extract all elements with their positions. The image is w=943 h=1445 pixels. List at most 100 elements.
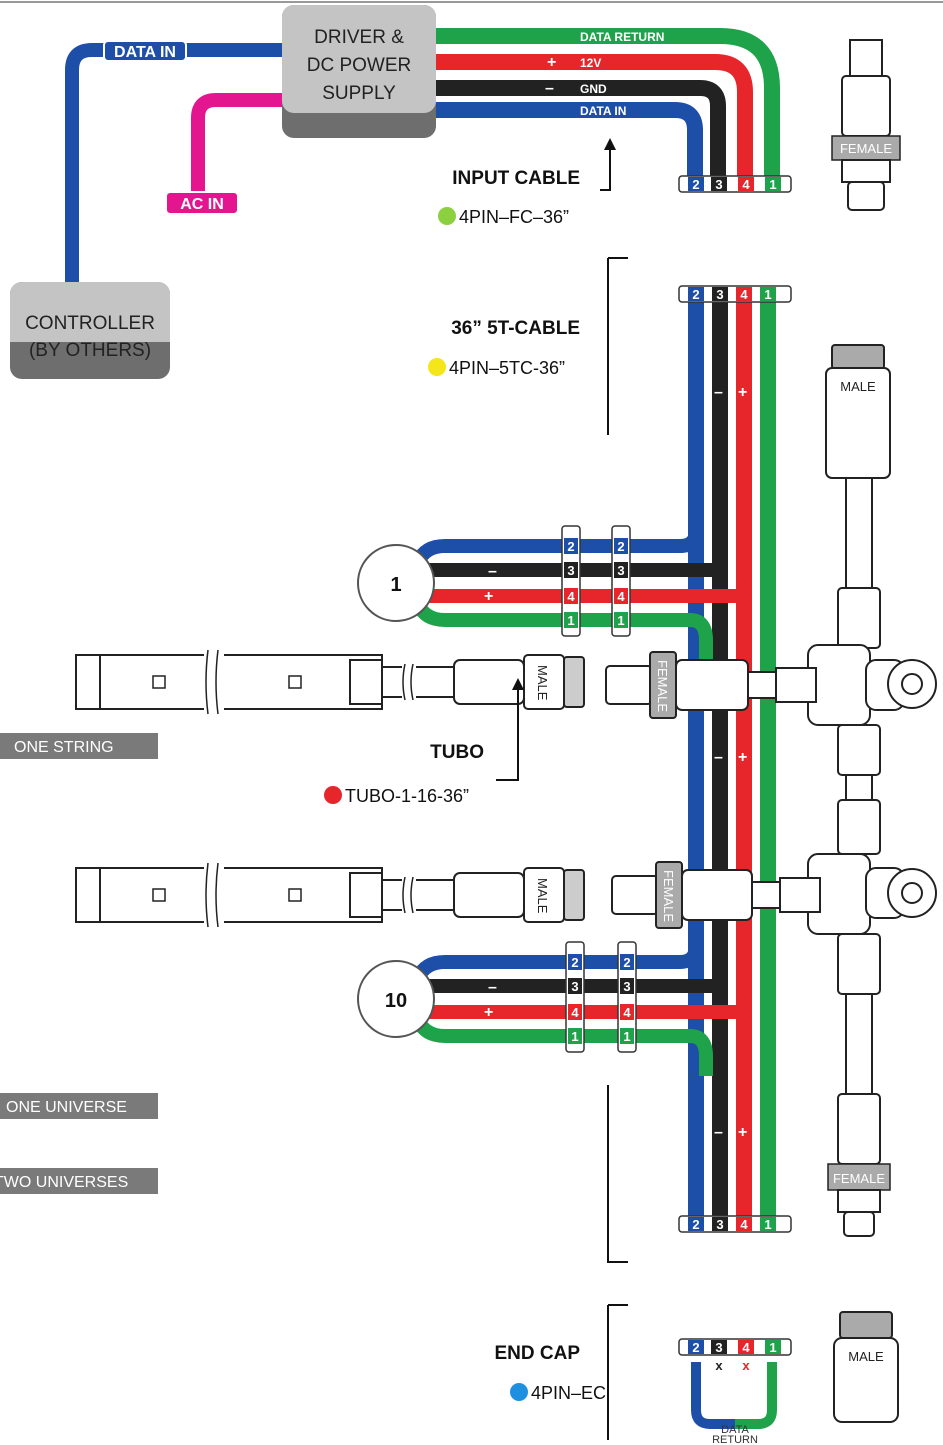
controller-line1: CONTROLLER <box>25 313 155 334</box>
string-1-number: 1 <box>390 574 401 596</box>
pin-4-cut: x <box>742 1358 750 1373</box>
female-label-branch-10: FEMALE <box>661 870 676 922</box>
string-1-pin-column-left: 2 3 4 1 <box>561 525 581 637</box>
input-cable-dot <box>438 207 456 225</box>
string-10-number: 10 <box>385 990 407 1012</box>
input-cable-wires <box>430 28 780 178</box>
one-universe-tag: ONE UNIVERSE <box>0 1093 158 1119</box>
male-label-tubo-1: MALE <box>535 665 550 701</box>
tubo-strip-10: MALE <box>75 861 585 929</box>
controller-box: CONTROLLER (BY OTHERS) <box>10 282 170 379</box>
input-pin-strip: 2 3 4 1 <box>678 175 792 193</box>
pin-1: 1 <box>567 613 574 628</box>
ac-in-tag: AC IN <box>165 191 239 215</box>
tubo-pointer <box>496 686 519 781</box>
pin-2: 2 <box>571 955 578 970</box>
pin-1: 1 <box>769 1340 776 1355</box>
gnd-label: GND <box>580 82 607 96</box>
tubo-code: TUBO-1-16-36” <box>345 786 469 806</box>
pin-4: 4 <box>617 589 625 604</box>
pin-3: 3 <box>715 177 722 192</box>
pin-2: 2 <box>623 955 630 970</box>
male-label-main: MALE <box>840 379 876 394</box>
end-cap-pin-strip: 2 3 4 1 x x <box>678 1338 792 1373</box>
end-cap-code: 4PIN–EC <box>531 1383 606 1403</box>
one-string-tag: ONE STRING <box>0 733 158 759</box>
plus-mark: + <box>738 1124 747 1141</box>
pin-3: 3 <box>715 1340 722 1355</box>
bundle-polarity-marks: – + – + – + <box>714 384 747 1141</box>
minus-mark: – <box>488 563 497 580</box>
data-return-label: DATA RETURN <box>580 30 664 44</box>
driver-line1: DRIVER & <box>314 27 404 48</box>
end-cap-bracket <box>607 1304 628 1440</box>
two-universes-text: TWO UNIVERSES <box>0 1174 128 1191</box>
ac-in-tag-text: AC IN <box>180 196 224 213</box>
ac-in-wire <box>191 93 290 192</box>
male-label-end-cap: MALE <box>848 1349 884 1364</box>
pin-3: 3 <box>567 563 574 578</box>
string-10-badge <box>357 960 435 1038</box>
t-cable-title: 36” 5T-CABLE <box>451 318 580 339</box>
t-cable-bracket-bottom <box>607 1085 628 1263</box>
controller-line2: (BY OTHERS) <box>29 340 151 361</box>
input-cable-code: 4PIN–FC–36” <box>459 207 569 227</box>
end-cap-loop <box>691 1362 777 1429</box>
t-cable-dot <box>428 358 446 376</box>
end-cap-return-line2: RETURN <box>712 1434 758 1445</box>
v12-label: 12V <box>580 56 601 70</box>
end-cap-dot <box>510 1383 528 1401</box>
pin-1: 1 <box>764 287 771 302</box>
pin-4: 4 <box>571 1005 579 1020</box>
pin-4: 4 <box>567 589 575 604</box>
female-label-bottom: FEMALE <box>833 1171 885 1186</box>
plus-mark: + <box>484 588 493 605</box>
pin-3-cut: x <box>715 1358 723 1373</box>
t-cable-pin-strip-bottom: 2 3 4 1 <box>678 1215 792 1233</box>
female-branch-10: FEMALE <box>611 861 821 929</box>
pin-3: 3 <box>716 1217 723 1232</box>
plus-mark: + <box>738 384 747 401</box>
string-10-pin-column-right: 2 3 4 1 <box>617 941 637 1053</box>
female-label-top: FEMALE <box>840 141 892 156</box>
end-cap-title: END CAP <box>494 1343 580 1364</box>
input-cable-title: INPUT CABLE <box>452 168 580 189</box>
data-in-bundle-label: DATA IN <box>580 104 626 118</box>
driver-line2: DC POWER <box>307 55 412 76</box>
pin-2: 2 <box>692 1340 699 1355</box>
string-1-badge <box>357 544 435 622</box>
two-universes-tag: TWO UNIVERSES <box>0 1168 158 1194</box>
pin-1: 1 <box>571 1029 578 1044</box>
pin-1: 1 <box>617 613 624 628</box>
one-string-text: ONE STRING <box>14 739 114 756</box>
female-branch-1: FEMALE <box>605 651 817 719</box>
plus-sign-top: + <box>547 54 556 71</box>
t-cable-bundle <box>688 300 776 1220</box>
female-label-branch-1: FEMALE <box>655 660 670 712</box>
driver-line3: SUPPLY <box>322 83 396 104</box>
tubo-strip-1: MALE <box>75 648 585 716</box>
minus-mark: – <box>714 1124 723 1141</box>
pin-3: 3 <box>623 979 630 994</box>
pin-3: 3 <box>571 979 578 994</box>
minus-mark: – <box>714 384 723 401</box>
tubo-title: TUBO <box>430 742 484 763</box>
end-cap-male-connector: MALE <box>833 1311 899 1423</box>
t-cable-pin-strip-top: 2 3 4 1 <box>678 285 792 303</box>
t-connector-housing: MALE FEMALE <box>807 344 937 1237</box>
tubo-dot <box>324 786 342 804</box>
end-cap-return-line1: DATA <box>721 1424 749 1436</box>
pin-2: 2 <box>692 177 699 192</box>
string-1-pin-column-right: 2 3 4 1 <box>611 525 631 637</box>
data-in-tag-text: DATA IN <box>114 44 176 61</box>
data-in-tag: DATA IN <box>103 40 187 62</box>
plus-mark: + <box>484 1004 493 1021</box>
pin-2: 2 <box>567 539 574 554</box>
driver-box: DRIVER & DC POWER SUPPLY <box>282 5 436 138</box>
female-connector-top: FEMALE <box>831 39 901 211</box>
plus-mark: + <box>738 749 747 766</box>
one-universe-text: ONE UNIVERSE <box>6 1099 127 1116</box>
pin-4: 4 <box>740 287 748 302</box>
pin-3: 3 <box>617 563 624 578</box>
